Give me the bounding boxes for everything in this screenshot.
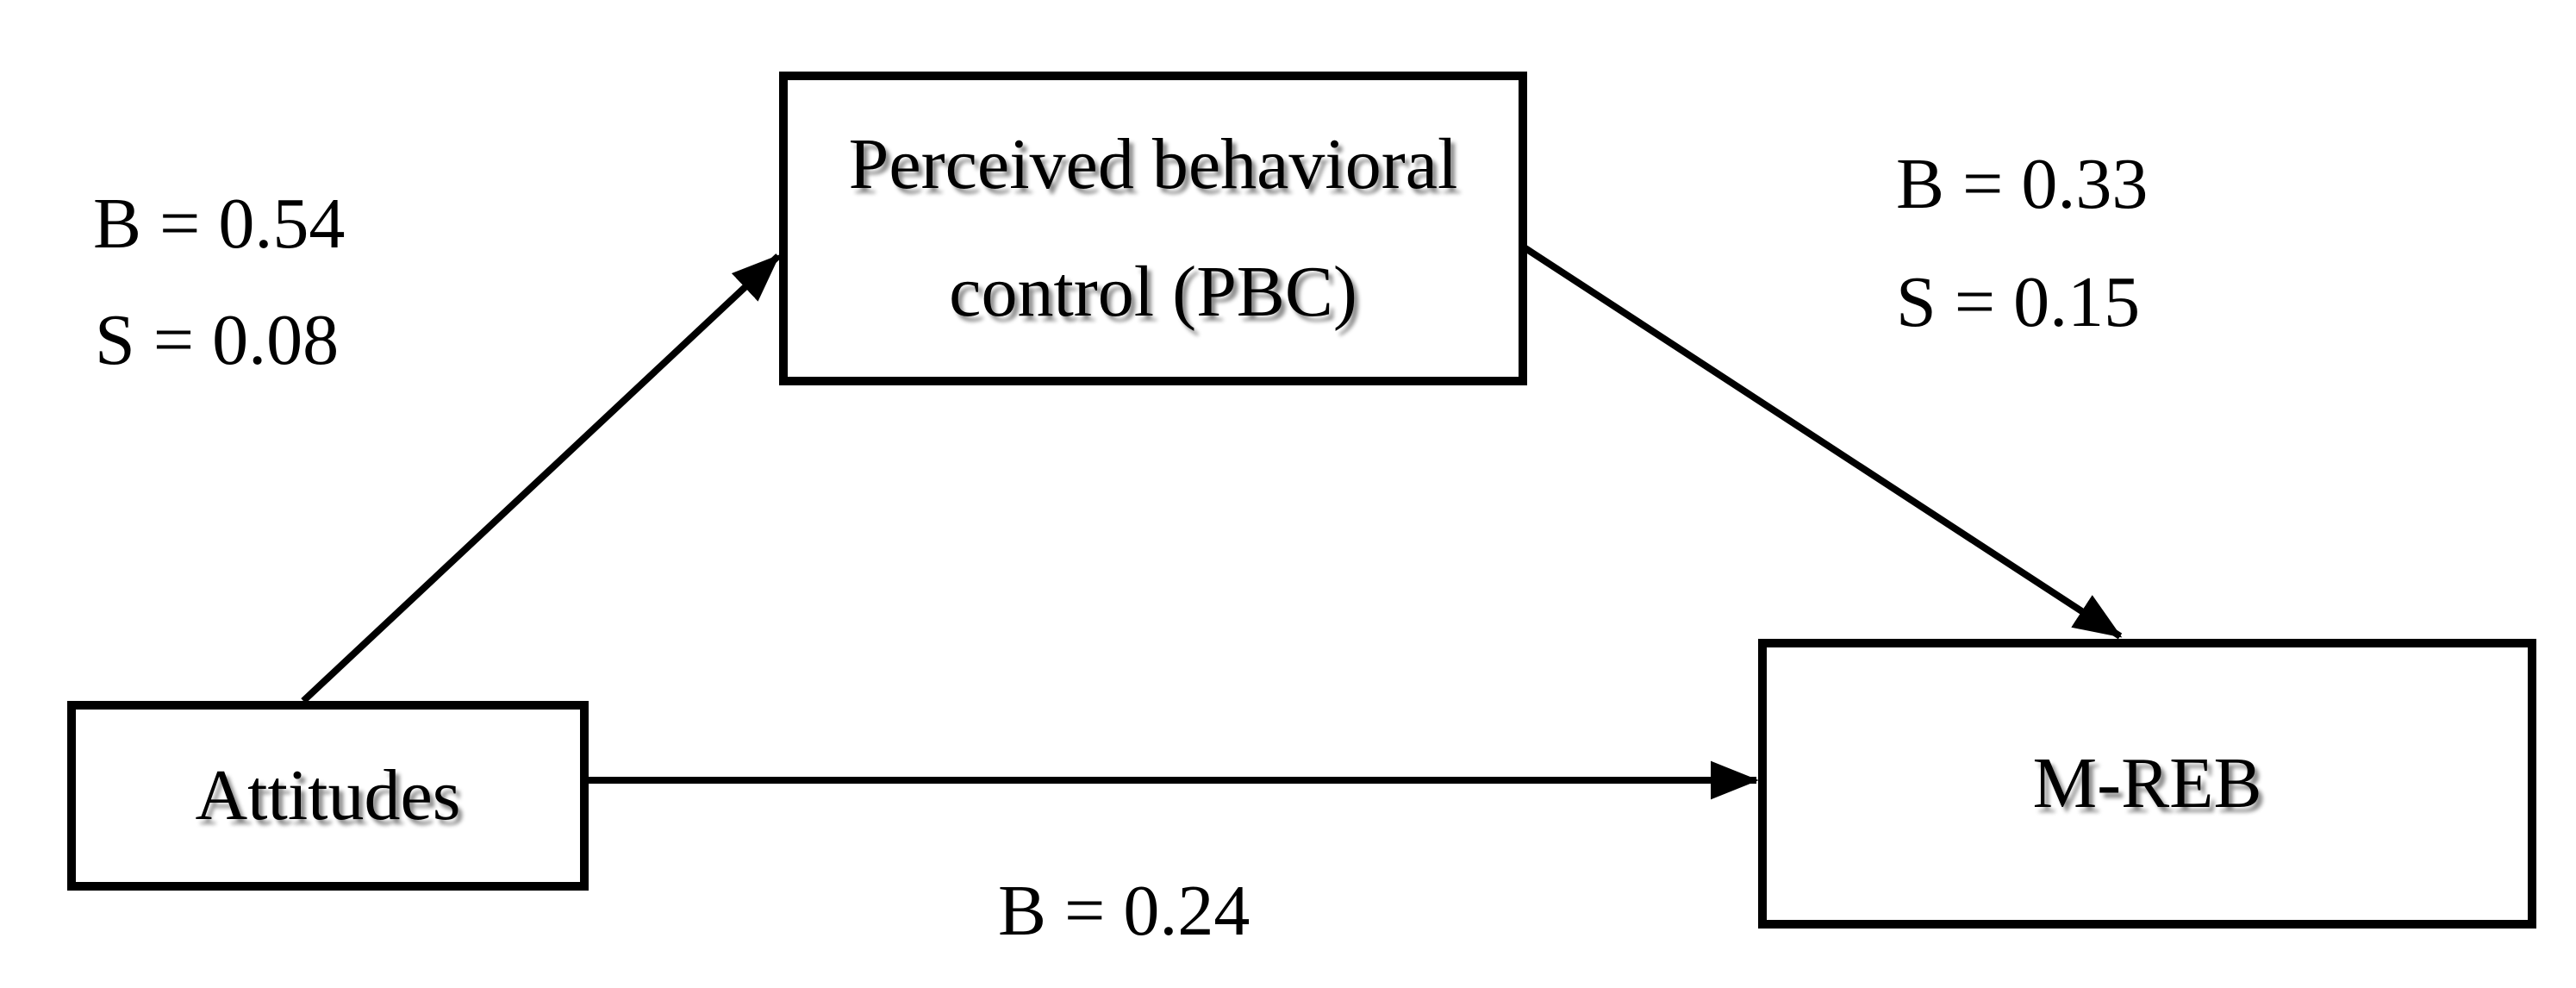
node-attitudes: Attitudes: [67, 701, 589, 891]
node-pbc-label-line2: control (PBC): [949, 252, 1357, 332]
edge-label-attitudes-pbc-se: S = 0.08: [95, 300, 340, 380]
arrow-attitudes-to-pbc: [301, 253, 781, 703]
node-mreb: M-REB: [1758, 639, 2536, 929]
node-pbc-label-line1: Perceived behavioral: [848, 124, 1458, 204]
arrow-pbc-to-mreb: [1523, 245, 2123, 640]
edge-label-pbc-mreb-beta: B = 0.33: [1896, 144, 2149, 224]
node-mreb-label: M-REB: [2032, 743, 2262, 823]
edge-label-attitudes-mreb-beta: B = 0.24: [998, 871, 1251, 951]
node-attitudes-label: Attitudes: [195, 755, 461, 835]
edge-label-pbc-mreb-se: S = 0.15: [1896, 262, 2141, 342]
edge-label-attitudes-pbc-beta: B = 0.54: [93, 184, 346, 264]
node-pbc: Perceived behavioral control (PBC): [779, 72, 1527, 385]
